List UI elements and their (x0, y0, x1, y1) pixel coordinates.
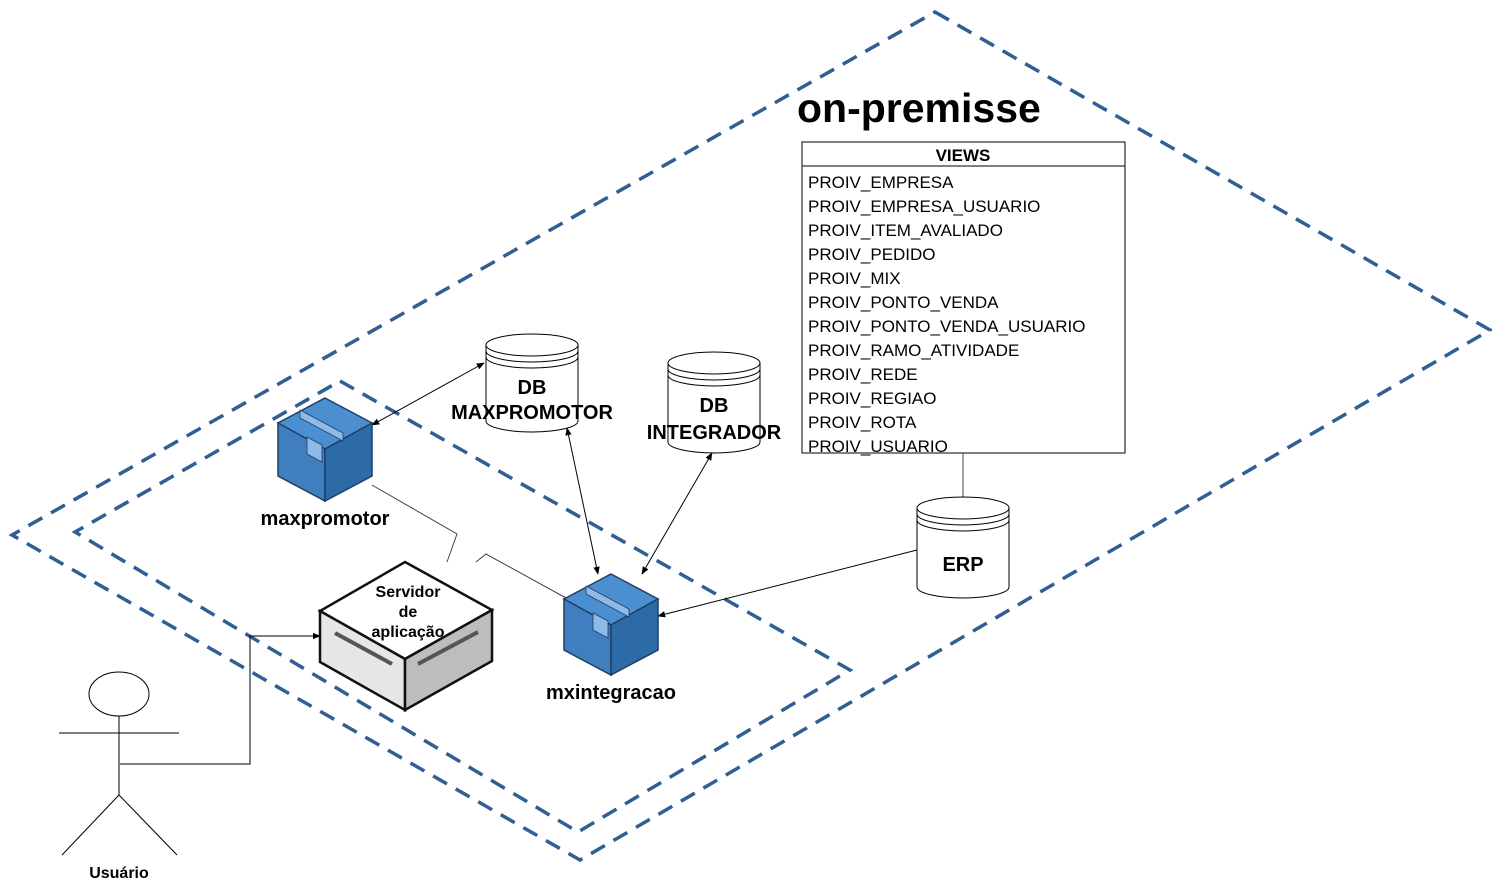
connector-maxpromotor-servidor (371, 484, 458, 563)
servidor-label-2: de (399, 604, 418, 621)
servidor-label-1: Servidor (376, 584, 441, 601)
views-table-row: PROIV_RAMO_ATIVIDADE (808, 341, 1019, 360)
views-table-row: PROIV_USUARIO (808, 437, 948, 456)
connector-usuario-servidor (120, 632, 321, 765)
db-integrador-label-2: INTEGRADOR (647, 422, 782, 444)
views-table-row: PROIV_PEDIDO (808, 245, 936, 264)
views-table-row: PROIV_REDE (808, 365, 918, 384)
db-integrador-label-1: DB (700, 395, 729, 417)
arrow-db-mxintegracao (565, 427, 600, 575)
views-table-header: VIEWS (936, 146, 991, 165)
on-premisse-boundary (8, 9, 1492, 863)
views-table-row: PROIV_ITEM_AVALIADO (808, 221, 1003, 240)
connector-servidor-mxintegracao (475, 553, 567, 599)
arrow-erp-mxintegracao (657, 549, 918, 618)
db-maxpromotor-label-2: MAXPROMOTOR (451, 402, 613, 424)
erp-database: ERP (916, 496, 1010, 599)
db-integrador: DB INTEGRADOR (647, 351, 782, 454)
views-table-row: PROIV_ROTA (808, 413, 917, 432)
mxintegracao-label: mxintegracao (546, 682, 676, 704)
usuario-actor-icon (59, 671, 179, 856)
views-table-row: PROIV_REGIAO (808, 389, 936, 408)
usuario-label: Usuário (89, 865, 149, 882)
mxintegracao-package-icon (562, 573, 660, 677)
views-table-row: PROIV_PONTO_VENDA_USUARIO (808, 317, 1085, 336)
arrow-dbintegrador-mxintegracao (641, 452, 713, 575)
db-maxpromotor-label-1: DB (518, 377, 547, 399)
arrow-maxpromotor-db (371, 362, 485, 426)
servidor-label-3: aplicação (372, 624, 445, 641)
views-table: VIEWS PROIV_EMPRESA PROIV_EMPRESA_USUARIO… (801, 141, 1126, 456)
servidor-aplicacao-icon: Servidor de aplicação (317, 560, 495, 713)
maxpromotor-label: maxpromotor (261, 508, 390, 530)
views-table-row: PROIV_MIX (808, 269, 901, 288)
views-table-row: PROIV_EMPRESA (808, 173, 954, 192)
views-table-row: PROIV_EMPRESA_USUARIO (808, 197, 1040, 216)
page-title: on-premisse (797, 85, 1041, 131)
erp-label: ERP (942, 554, 983, 576)
db-maxpromotor: DB MAXPROMOTOR (451, 333, 613, 433)
views-table-row: PROIV_PONTO_VENDA (808, 293, 999, 312)
maxpromotor-package-icon (276, 397, 374, 503)
